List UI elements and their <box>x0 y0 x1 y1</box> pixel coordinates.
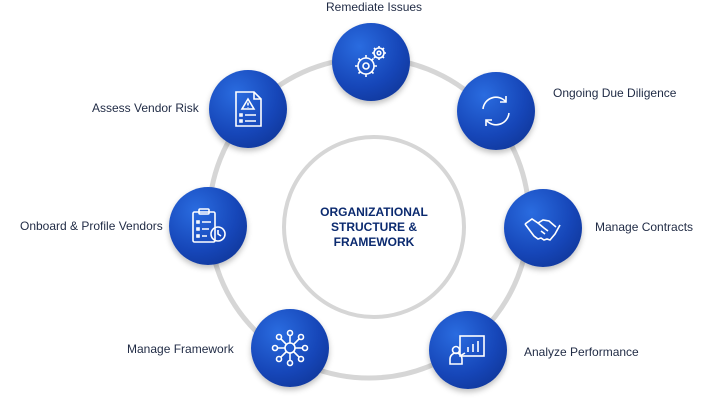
node-ongoing-due-diligence <box>457 72 535 150</box>
handshake-icon <box>524 218 561 241</box>
label-analyze-performance: Analyze Performance <box>524 345 639 359</box>
label-ongoing-due-diligence: Ongoing Due Diligence <box>553 86 677 100</box>
node-analyze-performance <box>429 311 507 389</box>
label-manage-contracts: Manage Contracts <box>595 220 694 234</box>
center-title: ORGANIZATIONAL STRUCTURE & FRAMEWORK <box>314 205 434 250</box>
clipboard-clock-icon <box>192 208 226 243</box>
center-line-1: ORGANIZATIONAL <box>320 204 428 219</box>
node-manage-framework <box>251 309 329 387</box>
label-onboard-profile-vendors: Onboard & Profile Vendors <box>20 219 163 233</box>
refresh-cycle-icon <box>482 96 510 126</box>
node-manage-contracts <box>504 189 582 267</box>
node-onboard-profile-vendors <box>169 187 247 265</box>
center-line-2: STRUCTURE & <box>331 219 417 234</box>
node-assess-vendor-risk <box>209 70 287 148</box>
network-hub-icon <box>271 329 309 367</box>
label-remediate-issues: Remediate Issues <box>326 0 423 14</box>
presentation-chart-icon <box>449 335 485 365</box>
label-assess-vendor-risk: Assess Vendor Risk <box>92 101 199 115</box>
node-remediate-issues <box>332 23 410 101</box>
label-manage-framework: Manage Framework <box>127 342 234 356</box>
center-line-3: FRAMEWORK <box>333 234 415 249</box>
warning-document-icon <box>235 91 262 127</box>
gears-icon <box>355 46 386 77</box>
center-circle: ORGANIZATIONAL STRUCTURE & FRAMEWORK <box>282 135 466 319</box>
